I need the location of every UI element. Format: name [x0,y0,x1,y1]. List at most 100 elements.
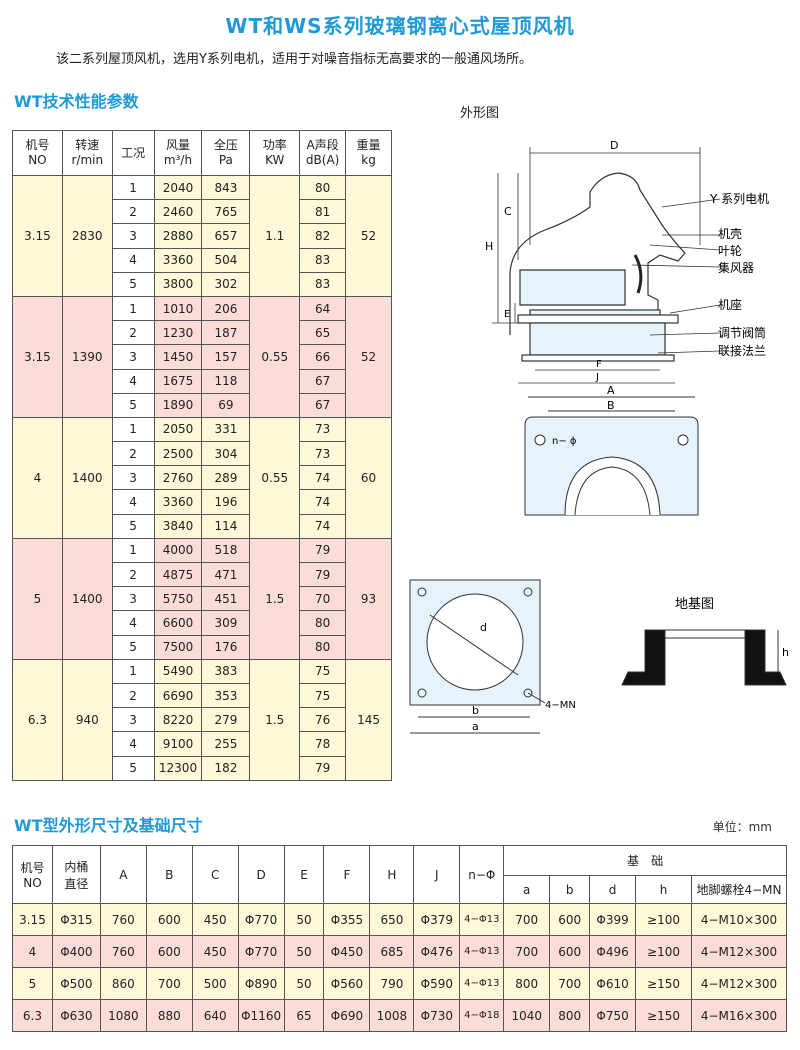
perf-header-cell: 工况 [111,130,155,176]
dim-cell: Φ590 [413,967,461,1000]
dim-cell: Φ400 [51,935,101,968]
perf-airflow-cell: 2460 [153,199,203,225]
dim-cell: 700 [145,967,193,1000]
perf-header-top: A声段 [306,138,339,152]
perf-noise-cell: 76 [299,707,347,733]
dim-cell: 4 [12,935,53,968]
dim-cell: 50 [283,935,325,968]
dim-cell: 600 [549,903,591,936]
dim-cell: Φ399 [589,903,637,936]
perf-airflow-cell: 1450 [153,344,203,370]
perf-noise-cell: 83 [299,247,347,273]
dim-header-base-col: h [635,875,692,904]
dim-cell: 50 [283,903,325,936]
perf-condition-cell: 5 [111,271,155,297]
dim-header-col: B [145,845,193,904]
perf-condition-cell: 3 [111,465,155,491]
perf-header-bottom: m³/h [163,153,193,167]
dim-cell: ≥100 [635,935,692,968]
perf-airflow-cell: 3840 [153,513,203,539]
perf-condition-cell: 2 [111,682,155,709]
perf-no-cell: 3.15 [12,295,63,418]
callout-motor: Y 系列电机 [709,192,769,206]
perf-header-top: 风量 [165,138,190,152]
dim-cell: 1080 [99,999,147,1032]
perf-rpm-cell: 1400 [61,416,113,539]
perf-pressure-cell: 182 [201,755,251,781]
perf-noise-cell: 73 [299,441,347,467]
perf-rpm-cell: 1400 [61,537,113,660]
dim-header-col: E [283,845,325,904]
perf-noise-cell: 75 [299,682,347,709]
dim-cell: Φ379 [413,903,461,936]
dim-cell: 640 [191,999,239,1032]
perf-condition-cell: 3 [111,586,155,612]
dim-cell: Φ496 [589,935,637,968]
perf-noise-cell: 67 [299,392,347,418]
foundation-plan-diagram: d 4−MN b a [409,579,576,734]
foundation-section-diagram: 地基图 h [621,597,789,686]
perf-condition-cell: 3 [111,707,155,733]
callout-casing: 机壳 [718,227,742,241]
perf-rpm-cell: 1390 [61,295,113,418]
perf-power-cell: 0.55 [249,295,301,418]
dim-cell: 685 [369,935,415,968]
perf-pressure-cell: 451 [201,586,251,612]
dim-cell: Φ770 [237,935,285,968]
perf-noise-cell: 73 [299,416,347,443]
dim-cell: 5 [12,967,53,1000]
perf-airflow-cell: 5750 [153,586,203,612]
perf-noise-cell: 80 [299,610,347,636]
perf-airflow-cell: 1675 [153,368,203,394]
perf-noise-cell: 74 [299,513,347,539]
dim-header-col: A [99,845,147,904]
perf-noise-cell: 74 [299,465,347,491]
perf-airflow-cell: 2760 [153,465,203,491]
perf-pressure-cell: 302 [201,271,251,297]
dim-cell: 790 [369,967,415,1000]
dim-header-base-col: a [503,875,551,904]
perf-condition-cell: 1 [111,174,155,201]
perf-header-top: 转速 [75,138,100,152]
dim-cell: 500 [191,967,239,1000]
dim-cell: 700 [503,903,551,936]
perf-no-cell: 6.3 [12,658,63,781]
perf-pressure-cell: 206 [201,295,251,322]
perf-pressure-cell: 69 [201,392,251,418]
dim-cell: Φ770 [237,903,285,936]
perf-noise-cell: 81 [299,199,347,225]
perf-condition-cell: 2 [111,320,155,346]
perf-airflow-cell: 1890 [153,392,203,418]
perf-condition-cell: 1 [111,537,155,564]
dim-cell: 4−Φ13 [459,967,505,1000]
dim-cell: Φ610 [589,967,637,1000]
dim-header-dia-top: 内桶 [64,859,89,874]
perf-pressure-cell: 383 [201,658,251,684]
perf-airflow-cell: 5490 [153,658,203,684]
dim-cell: 1040 [503,999,551,1032]
perf-pressure-cell: 289 [201,465,251,491]
perf-noise-cell: 83 [299,271,347,297]
fan-outline-diagram: 外形图 D H C E F J Y 系列电机 机壳 叶轮 集风器 机座 [460,106,769,516]
dim-h-label: H [485,240,493,253]
dim-cell: 650 [369,903,415,936]
perf-header-top: 功率 [262,138,287,152]
perf-airflow-cell: 4875 [153,561,203,588]
dim-b-small-label: b [472,704,479,717]
dim-cell: Φ890 [237,967,285,1000]
dim-j-label: J [595,372,599,383]
dim-c-label: C [504,205,512,218]
dim-header-col: n−Φ [459,845,505,904]
perf-noise-cell: 74 [299,489,347,515]
